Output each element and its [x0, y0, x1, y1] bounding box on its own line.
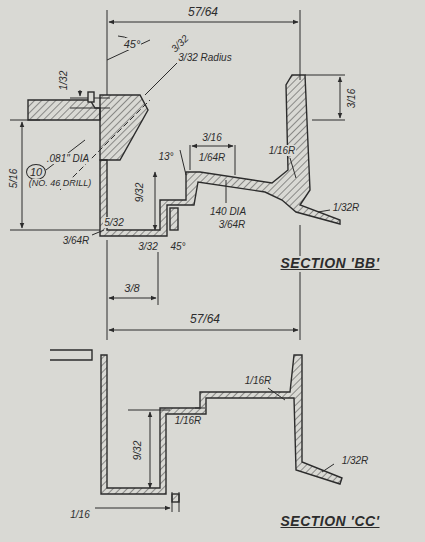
dimension-label: 45° [123, 38, 142, 50]
dimension-label: 3/64R [218, 219, 247, 230]
section-title: SECTION 'BB' [280, 256, 381, 271]
dimension-label: 1/16 [69, 509, 90, 520]
dimension-label: 57/64 [189, 313, 221, 326]
dimension-label: 45° [169, 241, 186, 252]
dimension-label: 1/32 [59, 69, 70, 90]
dimension-label: 3/32 Radius [177, 52, 232, 63]
dimension-label: 140 DIA [209, 206, 247, 217]
dimension-label: 1/64R [198, 152, 227, 163]
dimension-label: 1/16R [174, 415, 203, 426]
dimension-label: 1/32R [341, 455, 370, 466]
section-cc [50, 350, 342, 502]
callout-number: 10 [26, 164, 46, 180]
dimension-label: 3/64R [62, 235, 91, 246]
dimension-label: 3/8 [123, 282, 140, 294]
section-title: SECTION 'CC' [280, 514, 381, 529]
dimension-label: 3/16 [201, 132, 222, 143]
dimension-label: 1/16R [268, 145, 297, 156]
dimension-label: 57/64 [187, 6, 219, 19]
dimension-label: 3/32 [137, 241, 158, 252]
section-bb [28, 75, 340, 236]
dimension-label: 1/32R [332, 202, 361, 213]
dimension-label: 1/16R [244, 375, 273, 386]
dimension-label: (NO. 46 DRILL) [28, 179, 93, 189]
dimension-label: 9/32 [135, 181, 146, 202]
dimension-label: 13° [157, 151, 174, 162]
dimension-label: 9/32 [133, 439, 144, 460]
dimension-label: 5/16 [8, 167, 19, 188]
dimension-label: 3/16 [347, 87, 358, 108]
dimension-label: .081" DIA [46, 153, 90, 164]
dimension-label: 5/32 [103, 217, 124, 228]
